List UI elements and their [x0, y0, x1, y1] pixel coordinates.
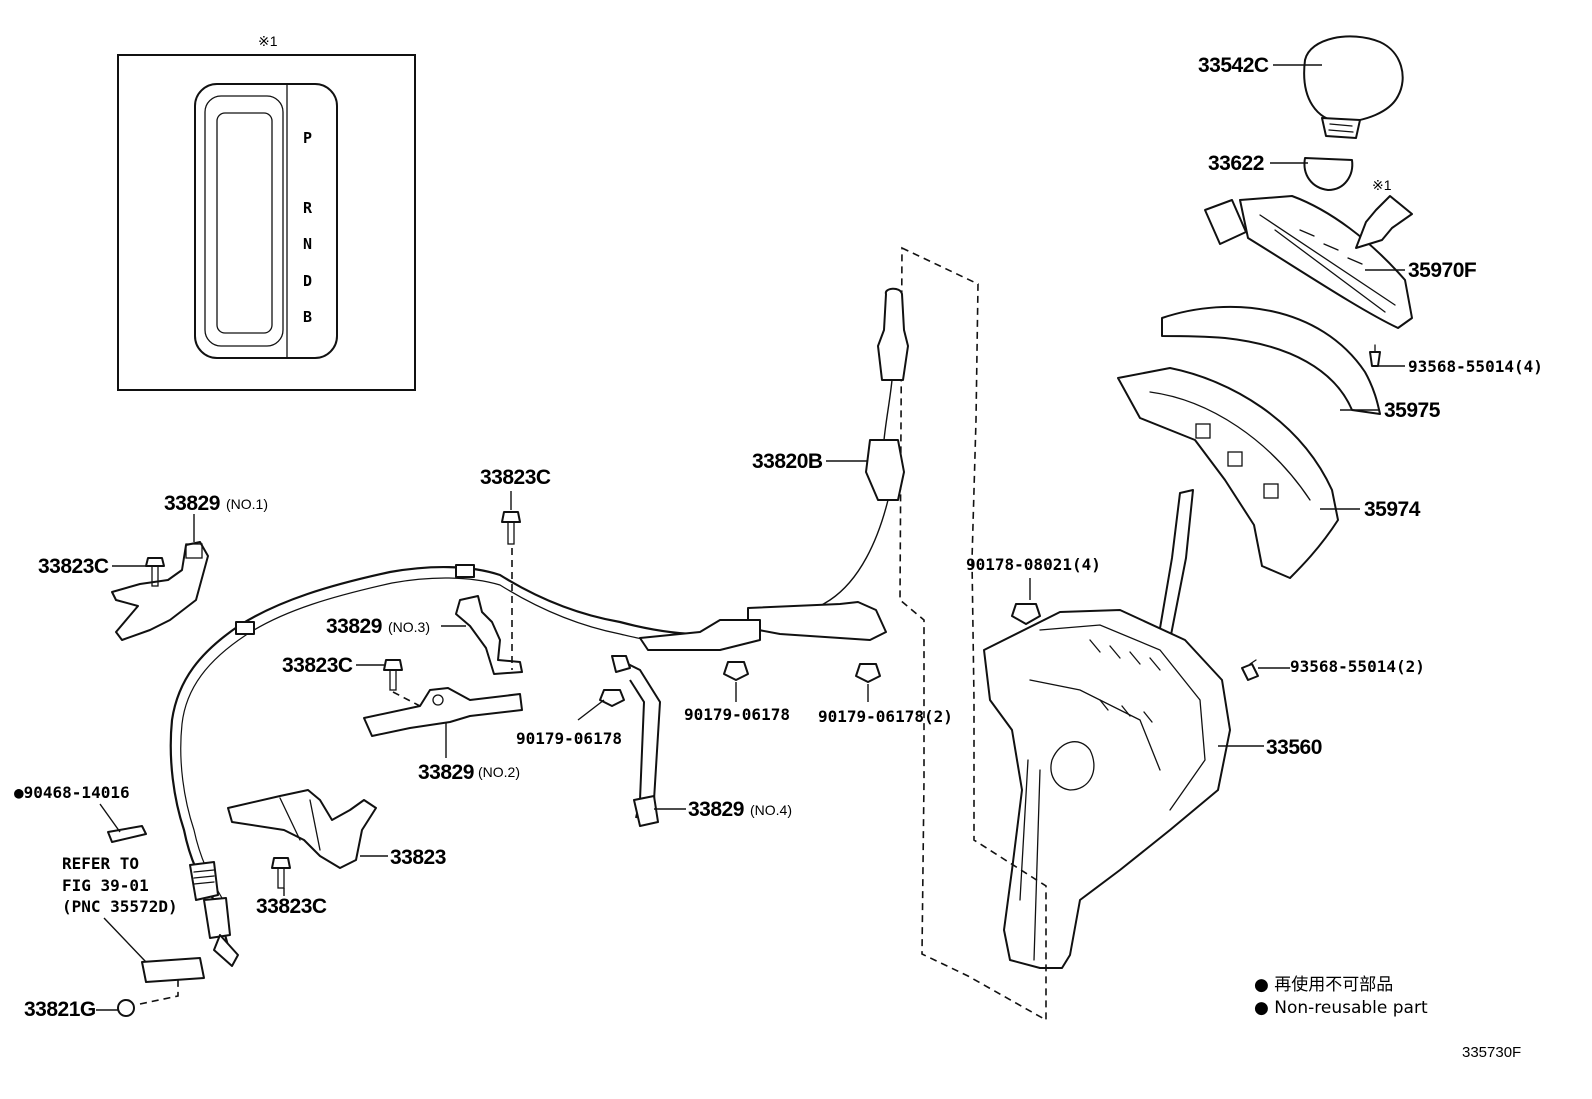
label-90179-b: 90179-06178 — [684, 705, 790, 724]
label-33821g: 33821G — [24, 998, 96, 1021]
screw-93568-4-icon — [1369, 344, 1381, 367]
shift-knob-group — [1303, 35, 1404, 191]
bolt-33823c-left-icon — [145, 557, 165, 587]
label-93568-4: 93568-55014(4) — [1408, 357, 1543, 376]
label-33823c-bottom: 33823C — [256, 895, 327, 918]
knob-base — [1321, 117, 1361, 139]
refer-line1: REFER TO — [62, 854, 139, 873]
refer-line3: (PNC 35572D) — [62, 897, 178, 916]
label-93568-2: 93568-55014(2) — [1290, 657, 1425, 676]
bracket-33829-no1 — [111, 541, 209, 641]
gear-b: B — [303, 308, 312, 326]
cable-end-33821g — [117, 861, 239, 1017]
screw-93568-2-icon — [1241, 659, 1259, 681]
rod-33829-no4 — [611, 655, 662, 827]
label-33823c-mid: 33823C — [282, 654, 353, 677]
clip-90468-icon — [107, 825, 147, 843]
clamp-2 — [235, 621, 255, 635]
shift-indicator-inset: ※1 P R N D B — [117, 33, 416, 391]
lever-rod — [1157, 489, 1194, 641]
label-33560: 33560 — [1266, 736, 1322, 759]
shift-knob-33542c — [1303, 35, 1404, 123]
view-arrow-icon — [1355, 195, 1413, 249]
cable-clip — [639, 619, 761, 651]
legend-japanese: ● 再使用不可部品 — [1254, 974, 1393, 995]
refer-line2: FIG 39-01 — [62, 876, 149, 895]
label-90468: ●90468-14016 — [14, 783, 130, 802]
indicator-housing-35970f — [1204, 195, 1413, 329]
connector — [1204, 199, 1247, 245]
label-35970f: 35970F — [1408, 259, 1477, 282]
label-33823: 33823 — [390, 846, 446, 869]
label-33829-no4: 33829 — [688, 798, 744, 821]
clip-33821g-icon — [117, 999, 135, 1017]
gear-d: D — [303, 272, 312, 290]
label-35974: 35974 — [1364, 498, 1421, 521]
label-90179-a: 90179-06178 — [516, 729, 622, 748]
indicator-panel — [194, 83, 338, 359]
bolt-33823c-top-icon — [501, 511, 521, 545]
label-33829-no3-note: (NO.3) — [388, 619, 430, 635]
gear-n: N — [303, 235, 312, 253]
label-33820b: 33820B — [752, 450, 823, 473]
label-33829-no1: 33829 — [164, 492, 220, 515]
label-33829-no2-note: (NO.2) — [478, 764, 520, 780]
inset-marker: ※1 — [258, 33, 278, 49]
legend: ● 再使用不可部品 ● Non-reusable part — [1254, 974, 1428, 1018]
boot-33622 — [1303, 157, 1354, 191]
shift-lever-assembly-33560 — [983, 489, 1231, 969]
label-33829-no2: 33829 — [418, 761, 474, 784]
gear-p: P — [303, 129, 312, 147]
cable-retainer — [141, 957, 205, 983]
label-90178: 90178-08021(4) — [966, 555, 1101, 574]
leader-lines — [96, 64, 1405, 1011]
label-33829-no1-note: (NO.1) — [226, 496, 268, 512]
label-33829-no3: 33829 — [326, 615, 382, 638]
clamp-1 — [455, 564, 475, 578]
indicator-window — [216, 112, 273, 334]
shift-cable-33820b — [747, 287, 909, 641]
label-33829-no4-note: (NO.4) — [750, 802, 792, 818]
bracket-33829-no3 — [455, 595, 523, 675]
indicator-inner-rim — [204, 95, 284, 347]
main-cable — [169, 565, 749, 961]
label-33542c: 33542C — [1198, 54, 1269, 77]
label-35975: 35975 — [1384, 399, 1441, 422]
nut-90179-c-icon — [855, 663, 881, 683]
gear-r: R — [303, 199, 313, 217]
panel-35974 — [1117, 367, 1339, 579]
legend-english: ● Non-reusable part — [1254, 998, 1428, 1018]
bolt-33823c-mid-icon — [383, 659, 403, 691]
bracket-33823 — [227, 789, 377, 869]
assembly-boundary — [899, 246, 1047, 1022]
bracket-33829-no2 — [363, 687, 523, 737]
nut-90179-b-icon — [723, 661, 749, 681]
figure-id: 335730F — [1462, 1044, 1521, 1061]
trim-35975 — [1161, 305, 1381, 415]
nut-90178-icon — [1011, 603, 1041, 625]
label-33823c-left: 33823C — [38, 555, 109, 578]
label-33823c-top: 33823C — [480, 466, 551, 489]
part-labels: 33542C 33622 35970F 93568-55014(4) 35975… — [14, 54, 1543, 1021]
cable-bracket — [747, 601, 887, 641]
arrow-marker: ※1 — [1372, 177, 1392, 193]
nut-90179-a-icon — [599, 689, 625, 707]
arrow-marker-group: ※1 — [1355, 177, 1413, 249]
label-33622: 33622 — [1208, 152, 1264, 175]
label-90179-c: 90179-06178(2) — [818, 707, 953, 726]
bolt-33823c-bottom-icon — [271, 857, 291, 889]
inset-frame — [117, 54, 416, 391]
